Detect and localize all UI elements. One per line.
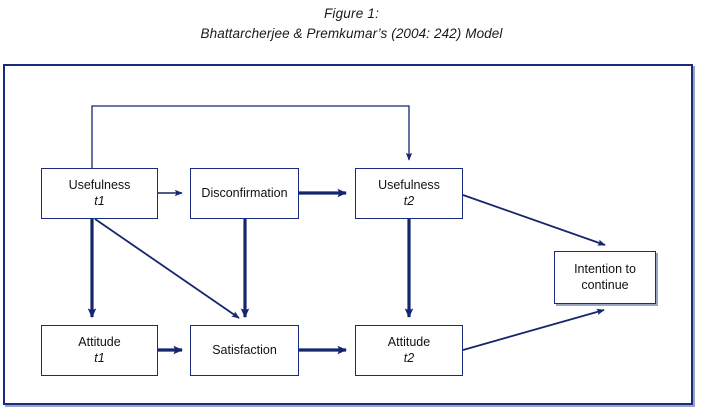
node-usefulness-t1[interactable]: Usefulness t1 (41, 168, 158, 219)
node-disconfirmation[interactable]: Disconfirmation (190, 168, 299, 219)
node-label: Disconfirmation (201, 185, 288, 200)
node-intention-to-continue[interactable]: Intention to continue (554, 251, 656, 304)
node-label: Usefulness (68, 177, 131, 192)
node-label: Intention to (574, 261, 636, 276)
figure-caption: Figure 1: Bhattarcherjee & Premkumar’s (… (0, 4, 703, 43)
node-attitude-t1[interactable]: Attitude t1 (41, 325, 158, 376)
figure-title: Bhattarcherjee & Premkumar’s (2004: 242)… (200, 25, 503, 41)
node-sublabel: t2 (403, 350, 415, 365)
node-label: Usefulness (378, 177, 440, 192)
node-attitude-t2[interactable]: Attitude t2 (355, 325, 463, 376)
node-label: Satisfaction (212, 342, 277, 357)
node-usefulness-t2[interactable]: Usefulness t2 (355, 168, 463, 219)
figure-number: Figure 1: (323, 6, 380, 21)
node-sublabel: t2 (403, 193, 415, 208)
node-label: Attitude (387, 334, 431, 349)
node-sublabel: t1 (94, 193, 105, 208)
node-sublabel: continue (581, 277, 629, 292)
node-label: Attitude (78, 334, 121, 349)
node-sublabel: t1 (94, 350, 105, 365)
node-satisfaction[interactable]: Satisfaction (190, 325, 299, 376)
